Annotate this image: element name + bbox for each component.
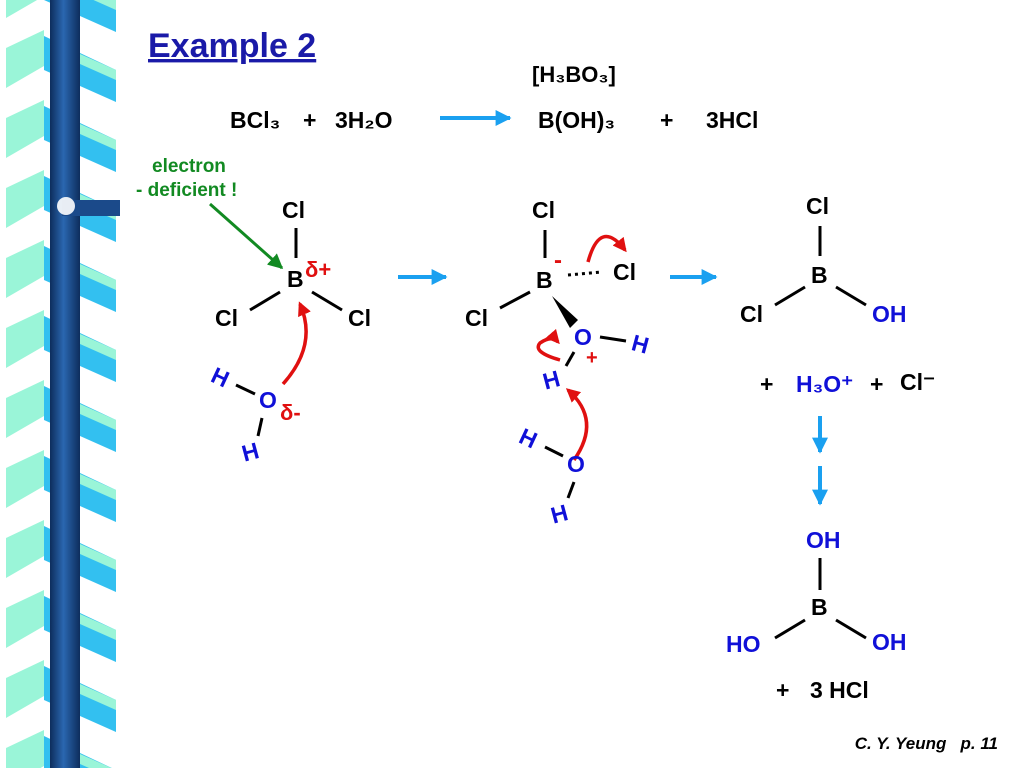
step2-oxygen: O — [574, 324, 592, 350]
ribbon-band-back — [6, 450, 44, 508]
final-ho-left: HO — [726, 631, 761, 657]
final-structure: OH B HO OH + 3 HCl — [726, 527, 907, 703]
step2-minus: - — [554, 247, 562, 274]
step2-bond-shift-arrow — [536, 328, 561, 362]
ribbon-band-back — [6, 520, 44, 578]
step1-oxygen: O — [259, 387, 277, 413]
final-boron: B — [811, 594, 828, 620]
step2-h-bridge: H — [540, 365, 563, 394]
ribbon-band-back — [6, 590, 44, 648]
ribbon-band-highlight — [80, 474, 116, 500]
overall-equation: [H₃BO₃] BCl₃ + 3H₂O B(OH)₃ + 3HCl — [230, 62, 758, 133]
step3-cl-left: Cl — [740, 301, 763, 327]
step3-boron: B — [811, 262, 828, 288]
step1-attack-arrow — [281, 301, 311, 386]
ribbon-band-highlight — [80, 614, 116, 640]
decorative-spiral — [6, 0, 120, 768]
step1-structure: Cl B δ+ Cl Cl H O δ- H — [207, 197, 371, 467]
final-oh-top: OH — [806, 527, 841, 553]
ribbon-band-highlight — [80, 124, 116, 150]
electron-deficient-note: electron - deficient ! — [136, 156, 284, 270]
step1-boron: B — [287, 266, 304, 292]
product-boric-acid: B(OH)₃ — [538, 107, 615, 133]
equation-plus-2: + — [660, 107, 673, 133]
equation-plus-1: + — [303, 107, 316, 133]
final-oh-right: OH — [872, 629, 907, 655]
step3-plus-2: + — [870, 371, 883, 397]
step3-hydronium: H₃O⁺ — [796, 371, 853, 397]
step1-cl-left: Cl — [215, 305, 238, 331]
step3-chloride: Cl⁻ — [900, 369, 935, 395]
step2-boron: B — [536, 267, 553, 293]
step2-water-oxygen: O — [567, 451, 585, 477]
ribbon-band-back — [6, 170, 44, 228]
step2-cl-right: Cl — [613, 259, 636, 285]
step2-structure: Cl - B Cl Cl O H + H H O H — [465, 197, 652, 529]
reactant-bcl3: BCl₃ — [230, 107, 280, 133]
step2-deprotonation-arrow — [565, 388, 589, 462]
ribbon-band-back — [6, 100, 44, 158]
annotation-line-2: - deficient ! — [136, 180, 237, 201]
step3-structure: Cl B Cl OH + H₃O⁺ + Cl⁻ — [740, 193, 935, 397]
ribbon-band-back — [6, 310, 44, 368]
ribbon-band-highlight — [80, 754, 112, 768]
step1-cl-top: Cl — [282, 197, 305, 223]
step1-h-bottom: H — [239, 437, 262, 466]
step1-delta-plus: δ+ — [305, 257, 331, 282]
step1-delta-minus: δ- — [280, 400, 301, 425]
ribbon-band-highlight — [80, 334, 116, 360]
step3-plus-1: + — [760, 371, 773, 397]
step1-cl-right: Cl — [348, 305, 371, 331]
ribbon-band-highlight — [80, 684, 116, 710]
ribbon-band-back — [6, 730, 44, 768]
ribbon-band-back — [6, 30, 44, 88]
step2-water-h-top: H — [515, 423, 541, 454]
reactant-water: 3H₂O — [335, 107, 393, 133]
product-note: [H₃BO₃] — [532, 62, 616, 87]
ribbon-band-back — [6, 0, 38, 18]
annotation-arrow — [209, 202, 284, 270]
ribbon-band-highlight — [80, 54, 116, 80]
step3-oh-right: OH — [872, 301, 907, 327]
ribbon-band-highlight — [80, 264, 116, 290]
footer-credit: C. Y. Yeung p. 11 — [854, 734, 998, 753]
step2-leaving-arrow — [586, 234, 627, 263]
step2-water-h-bottom: H — [548, 499, 571, 528]
ribbon-band-back — [6, 380, 44, 438]
final-hcl: 3 HCl — [810, 677, 869, 703]
slide-title: Example 2 — [148, 27, 316, 65]
ribbon-band-highlight — [93, 0, 116, 10]
spiral-pole — [50, 0, 80, 768]
bullet-bar — [62, 200, 120, 216]
step2-cl-top: Cl — [532, 197, 555, 223]
annotation-line-1: electron — [152, 156, 226, 177]
bullet-glow — [57, 197, 75, 215]
ribbon-band-highlight — [80, 404, 116, 430]
final-plus: + — [776, 677, 789, 703]
ribbon-band-back — [6, 660, 44, 718]
product-hcl: 3HCl — [706, 107, 758, 133]
step3-cl-top: Cl — [806, 193, 829, 219]
step2-wedge-bond — [552, 296, 578, 328]
step2-plus: + — [586, 347, 598, 369]
ribbon-band-back — [6, 240, 44, 298]
ribbon-band-highlight — [80, 544, 116, 570]
step1-h-top: H — [207, 362, 233, 393]
step2-h-right: H — [629, 329, 652, 358]
step2-cl-left: Cl — [465, 305, 488, 331]
